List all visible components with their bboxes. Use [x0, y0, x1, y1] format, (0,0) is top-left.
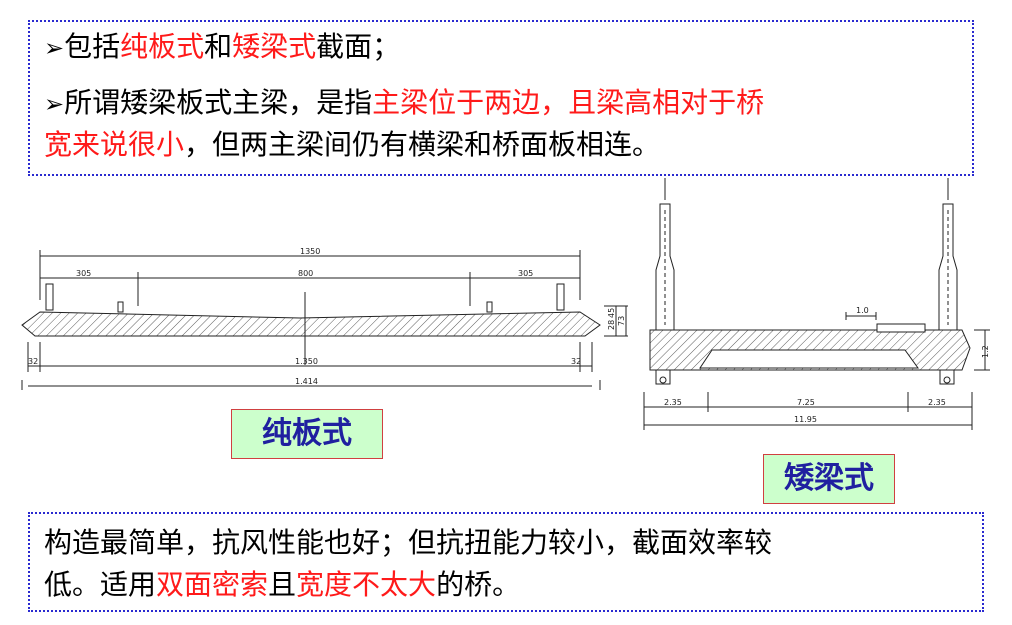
slab-type-label: 纯板式	[231, 409, 383, 459]
dim-label: 1350	[300, 247, 320, 256]
slab-dimension-labels: 1350 305 800 305 1.350 1.414 32 32 45 28…	[28, 247, 626, 386]
text-segment: 的桥。	[436, 568, 521, 601]
dim-label: 2.35	[928, 398, 946, 407]
text-segment: 截面；	[316, 30, 401, 63]
dim-label: 32	[28, 357, 38, 366]
dim-label: 73	[617, 316, 626, 326]
bottom-text-line-2: 低。适用双面密索且宽度不太大的桥。	[44, 568, 972, 602]
highlight-segment: 矮梁式	[232, 30, 317, 63]
text-segment: 所谓矮梁板式主梁，是指	[64, 86, 373, 119]
text-segment: 和	[204, 30, 233, 63]
dim-label: 1.350	[295, 357, 318, 366]
highlight-segment: 宽度不太大	[296, 568, 437, 601]
dim-label: 1.414	[295, 377, 318, 386]
bottom-text-line-1: 构造最简单，抗风性能也好；但抗扭能力较小，截面效率较	[44, 526, 773, 559]
dim-label: 2.35	[664, 398, 682, 407]
dim-label: 45	[607, 308, 616, 318]
dim-label: 800	[298, 269, 313, 278]
top-text-box: ➢包括纯板式和矮梁式截面； ➢所谓矮梁板式主梁，是指主梁位于两边，且梁高相对于桥…	[28, 20, 974, 176]
highlight-segment: 主梁位于两边，且梁高相对于桥	[372, 86, 765, 119]
text-segment: 且	[268, 568, 297, 601]
dim-label: 1.2	[981, 345, 990, 358]
dim-label: 11.95	[794, 415, 817, 424]
arrow-bullet-icon: ➢	[44, 34, 65, 62]
dim-label: 305	[518, 269, 533, 278]
dim-label: 32	[571, 357, 581, 366]
dim-label: 28	[607, 320, 616, 330]
text-line-1: ➢包括纯板式和矮梁式截面；	[44, 30, 962, 65]
bottom-text-box: 构造最简单，抗风性能也好；但抗扭能力较小，截面效率较 低。适用双面密索且宽度不太…	[28, 512, 984, 612]
highlight-segment: 双面密索	[156, 568, 269, 601]
dim-label: 305	[76, 269, 91, 278]
highlight-segment: 宽来说很小	[44, 128, 185, 161]
highlight-segment: 纯板式	[120, 30, 205, 63]
low-beam-type-label: 矮梁式	[763, 454, 895, 504]
dim-label: 7.25	[797, 398, 815, 407]
low-beam-dimension-labels: 1.0 1.2 2.35 7.25 2.35 11.95	[664, 306, 990, 424]
text-line-2: ➢所谓矮梁板式主梁，是指主梁位于两边，且梁高相对于桥	[44, 86, 962, 121]
text-line-3: 宽来说很小，但两主梁间仍有横梁和桥面板相连。	[44, 128, 962, 162]
text-segment: 低。适用	[44, 568, 157, 601]
text-segment: ，但两主梁间仍有横梁和桥面板相连。	[184, 128, 661, 161]
slab-section-drawing	[21, 250, 628, 390]
arrow-bullet-icon: ➢	[44, 90, 65, 118]
text-segment: 包括	[64, 30, 121, 63]
low-beam-section-drawing	[643, 178, 990, 430]
dim-label: 1.0	[856, 306, 869, 315]
